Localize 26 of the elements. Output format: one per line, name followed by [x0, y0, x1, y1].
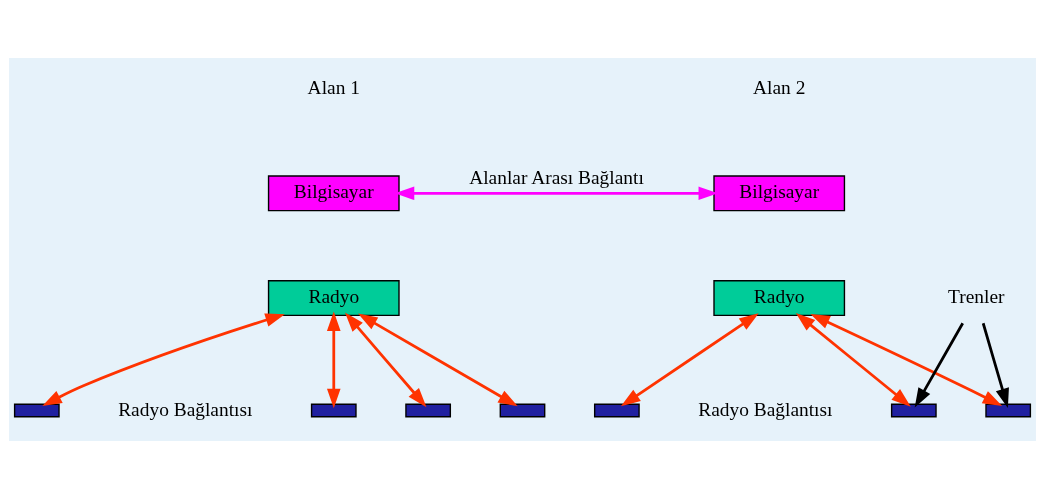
- arrow: [42, 313, 285, 406]
- label: Alan 2: [753, 76, 806, 98]
- node-box: Radyo: [267, 279, 400, 316]
- label: Radyo Bağlantısı: [698, 398, 833, 420]
- node-box: Bilgisayar: [713, 174, 846, 211]
- node-bar: [310, 403, 357, 417]
- node-bar: [890, 403, 937, 417]
- edge-label: Alanlar Arası Bağlantı: [469, 166, 644, 188]
- node-bar: [593, 403, 640, 417]
- arrow: [914, 322, 964, 408]
- arrow: [358, 313, 518, 406]
- arrow: [344, 311, 427, 407]
- node-box: Radyo: [713, 279, 846, 316]
- node-bar: [13, 403, 60, 417]
- arrow: [810, 313, 1003, 406]
- node-text: Trenler: [948, 285, 1005, 307]
- label: Alan 1: [307, 76, 360, 98]
- node-box: Bilgisayar: [267, 174, 400, 211]
- arrow: [981, 322, 1009, 408]
- label: Radyo Bağlantısı: [118, 398, 253, 420]
- arrow: [326, 310, 341, 408]
- arrow: [620, 312, 759, 406]
- node-bar: [499, 403, 546, 417]
- node-bar: [985, 403, 1032, 417]
- node-bar: [405, 403, 452, 417]
- arrow: [795, 312, 911, 407]
